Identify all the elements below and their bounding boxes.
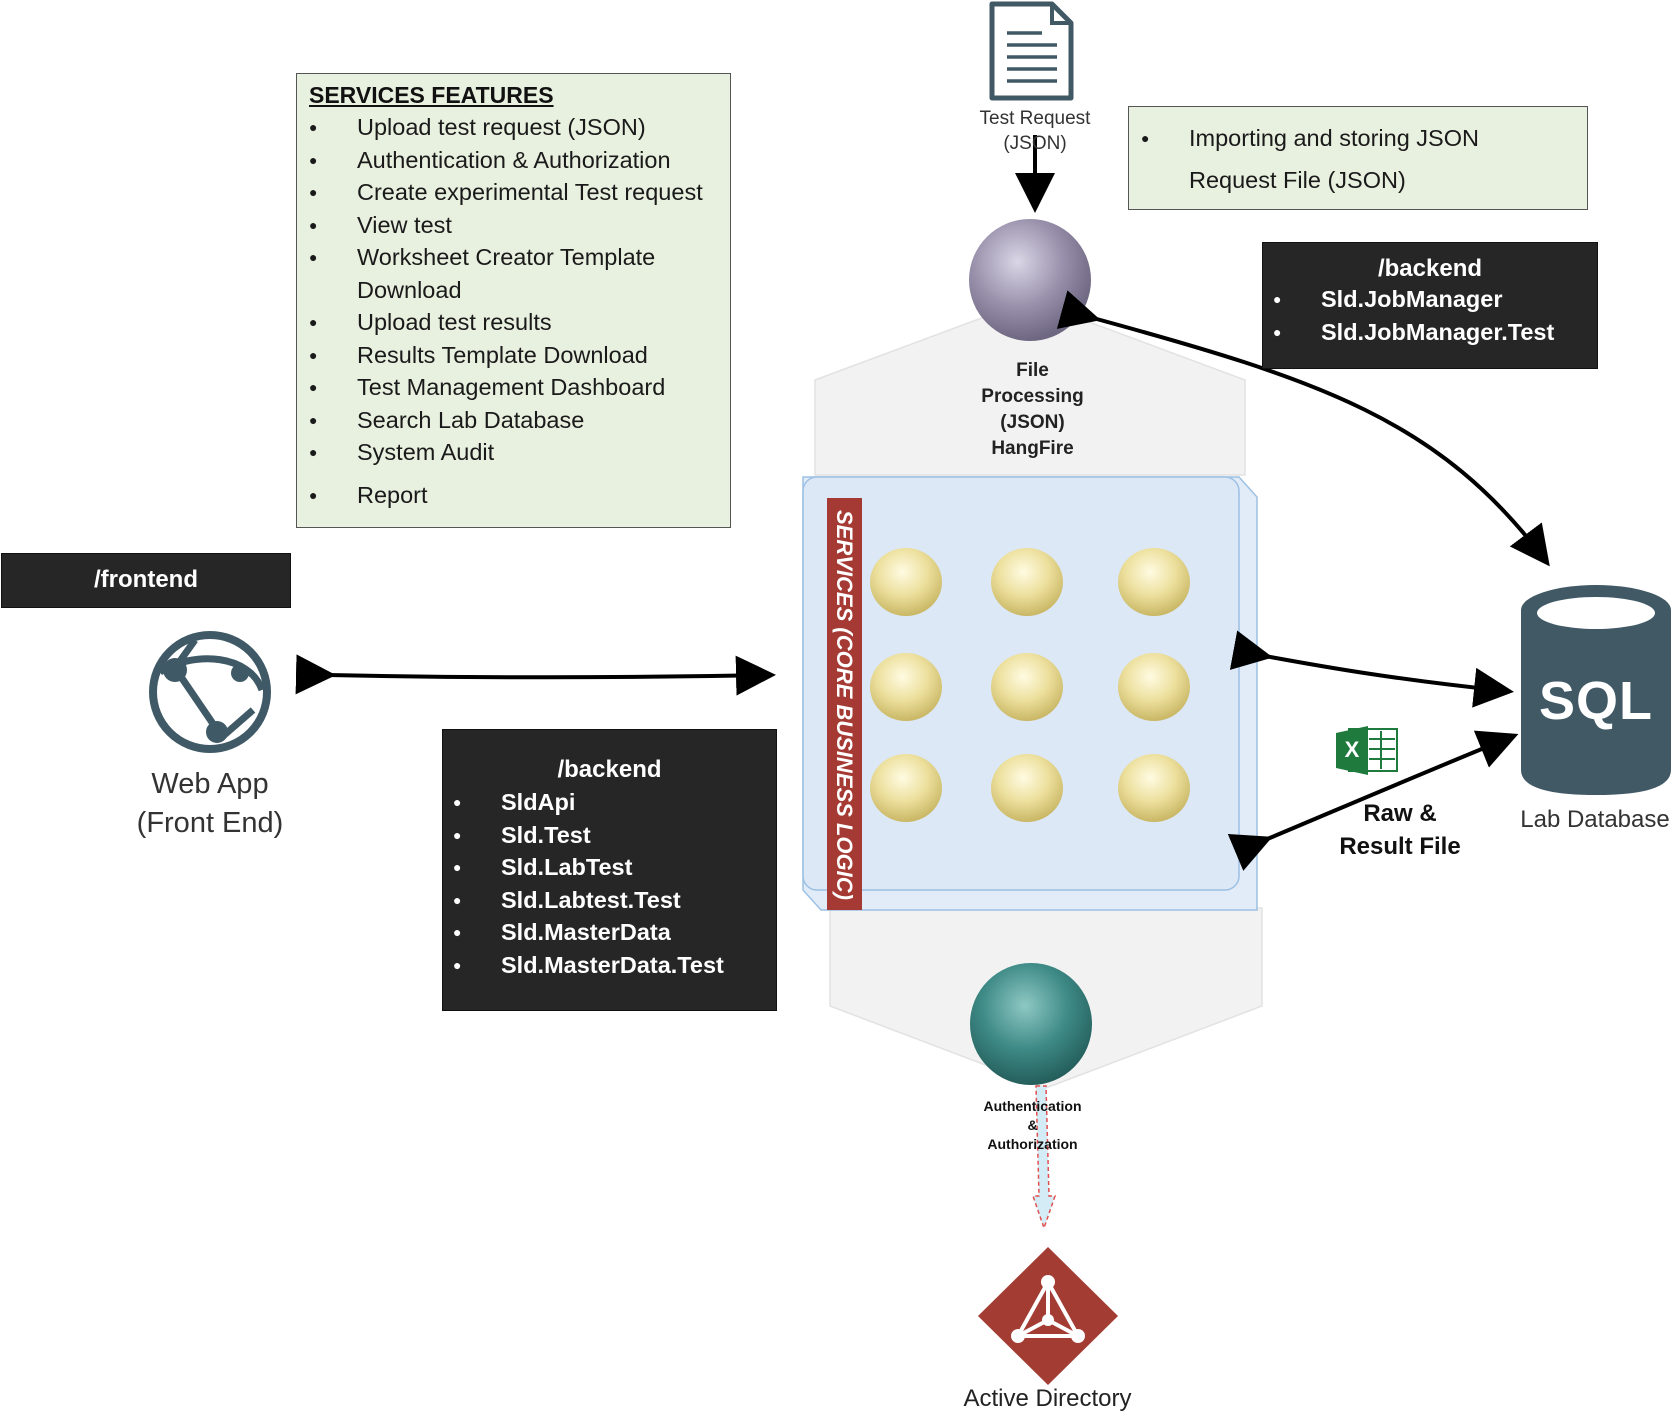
backend-module-item: Sld.Labtest.Test [443,884,776,917]
service-node [1118,653,1190,721]
service-node [991,548,1063,616]
backend-module-item: Sld.MasterData [443,916,776,949]
import-note-box: Importing and storing JSON Request File … [1128,106,1588,210]
service-node [870,754,942,822]
active-directory-icon [978,1247,1118,1385]
feature-item: Test Management Dashboard [309,371,718,404]
feature-item: Search Lab Database [309,404,718,437]
frontend-box: /frontend [1,553,291,608]
feature-item: Report [309,479,718,512]
auth-label: Authentication & Authorization [983,1098,1082,1152]
file-processing-node [969,219,1091,341]
service-node-grid [870,548,1190,822]
excel-letter: X [1344,737,1360,762]
backend-api-heading: /backend [557,756,662,783]
sql-icon-text: SQL [1538,671,1653,731]
service-node [870,548,942,616]
service-node [1118,548,1190,616]
active-directory-label: Active Directory [963,1385,1132,1412]
services-features-box: SERVICES FEATURES Upload test request (J… [296,73,731,528]
backend-module-item: Sld.JobManager [1263,283,1597,316]
backend-module-item: Sld.MasterData.Test [443,949,776,982]
document-icon [989,1,1074,101]
backend-api-list: SldApi Sld.Test Sld.LabTest Sld.Labtest.… [443,786,776,981]
service-node [1118,754,1190,822]
sql-database-icon [1521,585,1671,795]
excel-icon [1336,726,1398,775]
backend-module-item: Sld.Test [443,819,776,852]
feature-item: Worksheet Creator Template Download [309,241,718,306]
file-processing-label: File Processing (JSON) HangFire [981,360,1084,459]
backend-module-item: SldApi [443,786,776,819]
rawfile-sql-arrow [1227,730,1519,871]
feature-item: Create experimental Test request [309,176,718,209]
services-features-title: SERVICES FEATURES [309,82,554,108]
auth-node [970,963,1092,1085]
services-sql-arrow [1229,630,1514,708]
backend-module-item: Sld.LabTest [443,851,776,884]
import-note-line: Request File (JSON) [1189,167,1406,193]
jobmanager-sql-arrow [1056,290,1550,567]
backend-module-item: Sld.JobManager.Test [1263,316,1597,349]
web-app-label: Web App (Front End) [136,768,284,839]
lab-database-label: Lab Database [1520,806,1670,833]
backend-api-box: /backend SldApi Sld.Test Sld.LabTest Sld… [442,729,777,1011]
web-app-icon [149,631,271,753]
feature-item: Authentication & Authorization [309,144,718,177]
feature-item: Upload test request (JSON) [309,111,718,144]
test-request-label: Test Request (JSON) [979,108,1091,154]
backend-jobmanager-heading: /backend [1377,255,1483,282]
backend-jobmanager-list: Sld.JobManager Sld.JobManager.Test [1263,283,1597,348]
service-node [991,754,1063,822]
services-features-list: Upload test request (JSON) Authenticatio… [309,111,718,511]
feature-item: Results Template Download [309,339,718,372]
feature-item: View test [309,209,718,242]
backend-jobmanager-box: /backend Sld.JobManager Sld.JobManager.T… [1262,242,1598,369]
service-node [991,653,1063,721]
frontend-backend-arrow [295,654,776,696]
frontend-heading: /frontend [94,566,198,593]
services-bar [827,498,862,910]
import-note-line: Importing and storing JSON [1141,117,1575,159]
feature-item: System Audit [309,436,718,469]
auth-ad-arrow [1031,1085,1057,1231]
service-node [870,653,942,721]
feature-item: Upload test results [309,306,718,339]
raw-result-label: Raw & Result File [1339,800,1461,860]
